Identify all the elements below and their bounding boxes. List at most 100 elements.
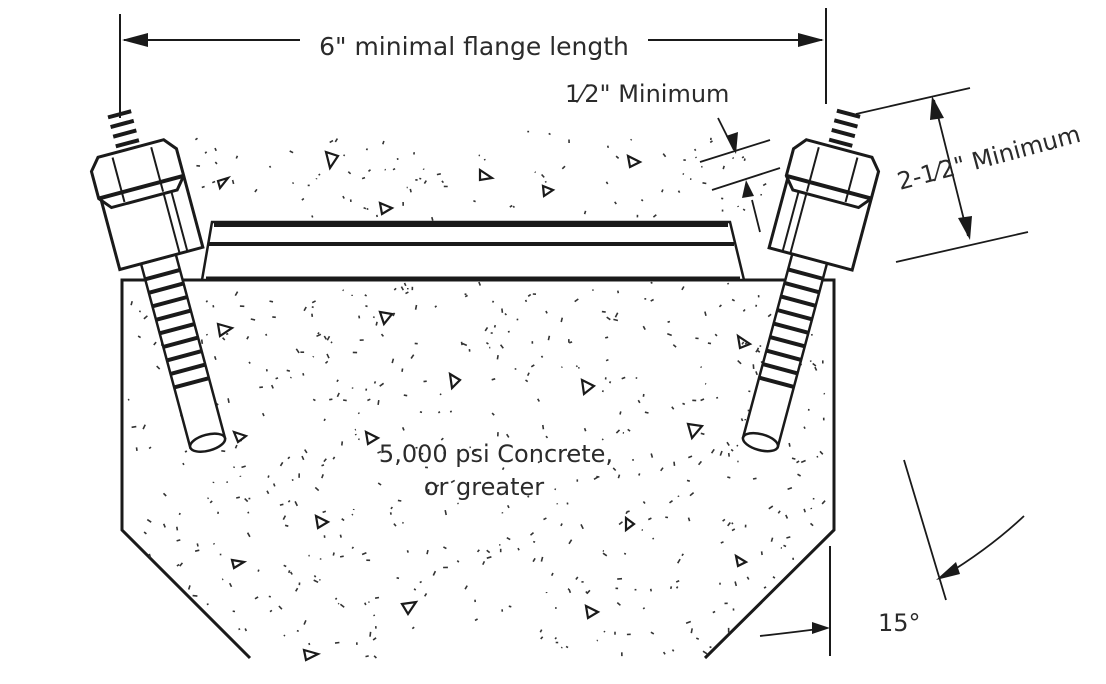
aggregate-speck xyxy=(565,645,569,649)
aggregate-speck xyxy=(524,299,528,303)
aggregate-speck xyxy=(312,355,315,358)
aggregate-speck xyxy=(373,614,376,617)
aggregate-speck xyxy=(803,508,806,513)
aggregate-speck xyxy=(743,158,746,162)
aggregate-speck xyxy=(623,552,627,555)
aggregate-speck xyxy=(661,189,664,193)
aggregate-speck xyxy=(257,569,260,572)
aggregate-speck xyxy=(741,341,745,345)
aggregate-speck xyxy=(478,281,482,286)
aggregate-speck xyxy=(153,341,157,346)
concrete-aggregate-dots xyxy=(127,130,826,659)
aggregate-speck xyxy=(681,286,685,291)
aggregate-speck xyxy=(686,479,691,482)
aggregate-speck xyxy=(196,543,199,547)
aggregate-speck xyxy=(287,499,291,503)
aggregate-speck xyxy=(225,332,229,336)
aggregate-speck xyxy=(486,549,491,554)
aggregate-speck xyxy=(755,349,759,353)
aggregate-speck xyxy=(392,167,396,171)
aggregate-speck xyxy=(677,495,680,498)
aggregate-speck xyxy=(137,335,142,339)
aggregate-speck xyxy=(712,610,716,614)
aggregate-speck xyxy=(341,518,345,522)
aggregate-speck xyxy=(289,150,294,154)
aggregate-speck xyxy=(731,528,736,532)
aggregate-speck xyxy=(287,456,291,460)
aggregate-speck xyxy=(437,411,441,414)
aggregate-speck xyxy=(675,586,679,589)
aggregate-speck xyxy=(682,402,686,406)
aggregate-speck xyxy=(796,460,800,464)
aggregate-speck xyxy=(770,537,774,542)
aggregate-speck xyxy=(301,455,305,461)
aggregate-speck xyxy=(187,585,191,590)
aggregate-speck xyxy=(491,412,495,416)
aggregate-speck xyxy=(605,181,609,185)
aggregate-speck xyxy=(716,396,719,399)
aggregate-speck xyxy=(767,313,772,318)
aggregate-speck xyxy=(267,475,270,478)
aggregate-speck xyxy=(732,157,735,160)
aggregate-speck xyxy=(740,418,744,422)
aggregate-speck xyxy=(509,204,513,208)
aggregate-speck xyxy=(351,513,354,516)
aggregate-speck xyxy=(722,518,726,522)
aggregate-speck xyxy=(681,553,684,557)
aggregate-speck xyxy=(200,339,204,345)
aggregate-speck xyxy=(606,316,611,321)
aggregate-speck xyxy=(512,205,515,209)
aggregate-speck xyxy=(491,378,496,381)
aggregate-speck xyxy=(737,360,742,365)
aggregate-speck xyxy=(642,607,646,610)
aggregate-speck xyxy=(391,358,395,364)
aggregate-speck xyxy=(560,523,563,527)
aggregate-speck xyxy=(431,216,434,221)
aggregate-speck xyxy=(312,398,316,402)
aggregate-speck xyxy=(768,505,774,510)
aggregate-speck xyxy=(392,312,396,317)
aggregate-speck xyxy=(279,461,284,467)
angle-label: 15° xyxy=(878,609,921,637)
aggregate-speck xyxy=(364,294,368,297)
aggregate-speck xyxy=(474,618,478,622)
aggregate-speck xyxy=(460,341,463,346)
aggregate-speck xyxy=(672,344,677,348)
aggregate-speck xyxy=(401,368,404,372)
aggregate-speck xyxy=(493,324,497,328)
aggregate-speck xyxy=(317,331,320,335)
aggregate-speck xyxy=(812,362,817,367)
aggregate-speck xyxy=(755,304,758,307)
aggregate-speck xyxy=(785,514,789,519)
aggregate-speck xyxy=(617,474,621,479)
aggregate-speck xyxy=(486,556,492,559)
aggregate-speck xyxy=(146,518,152,523)
aggregate-speck xyxy=(426,549,429,555)
aggregate-speck xyxy=(642,501,646,504)
aggregate-speck xyxy=(303,619,307,625)
steel-flange xyxy=(200,220,746,282)
aggregate-speck xyxy=(630,138,633,141)
aggregate-speck xyxy=(605,358,609,362)
aggregate-speck xyxy=(375,321,378,326)
left-anchor-bolt xyxy=(89,109,227,453)
aggregate-speck xyxy=(316,333,322,338)
aggregate-speck xyxy=(709,646,712,649)
aggregate-speck xyxy=(372,637,377,641)
aggregate-speck xyxy=(311,300,316,304)
aggregate-speck xyxy=(652,214,657,218)
aggregate-speck xyxy=(283,634,286,637)
aggregate-speck xyxy=(690,628,693,634)
aggregate-speck xyxy=(422,168,425,170)
aggregate-speck xyxy=(162,492,167,497)
aggregate-speck xyxy=(540,355,544,358)
aggregate-speck xyxy=(718,304,722,308)
aggregate-speck xyxy=(710,448,715,454)
aggregate-speck xyxy=(261,412,265,417)
aggregate-speck xyxy=(406,550,409,553)
aggregate-speck xyxy=(432,570,437,576)
aggregate-speck xyxy=(214,147,217,152)
aggregate-speck xyxy=(614,312,619,318)
aggregate-speck xyxy=(783,544,787,548)
aggregate-speck xyxy=(321,474,324,479)
